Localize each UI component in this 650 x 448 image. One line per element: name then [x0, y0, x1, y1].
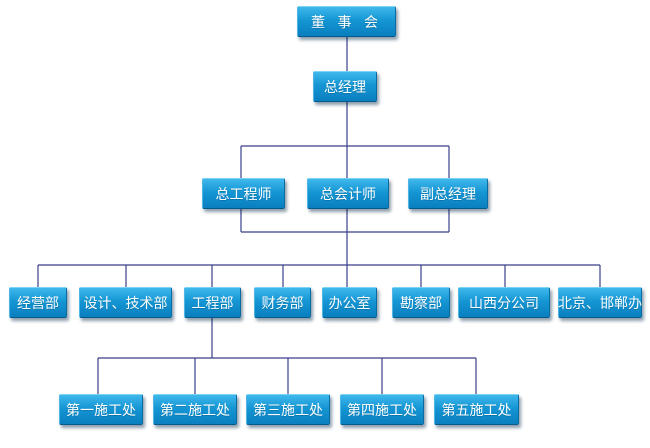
node-chief-engineer[interactable]: 总工程师 [202, 178, 285, 209]
node-site-4[interactable]: 第四施工处 [340, 394, 424, 425]
node-board[interactable]: 董 事 会 [297, 6, 396, 37]
node-site-5[interactable]: 第五施工处 [434, 394, 519, 425]
node-general-manager[interactable]: 总经理 [313, 71, 377, 102]
node-finance-dept[interactable]: 财务部 [254, 287, 311, 318]
node-business-dept[interactable]: 经营部 [9, 287, 67, 318]
node-office[interactable]: 办公室 [322, 287, 377, 318]
node-chief-accountant[interactable]: 总会计师 [307, 178, 389, 209]
node-shanxi-branch[interactable]: 山西分公司 [458, 287, 550, 318]
node-deputy-general-manager[interactable]: 副总经理 [408, 178, 488, 209]
node-site-3[interactable]: 第三施工处 [246, 394, 330, 425]
node-site-2[interactable]: 第二施工处 [153, 394, 237, 425]
node-survey-dept[interactable]: 勘察部 [392, 287, 450, 318]
node-site-1[interactable]: 第一施工处 [59, 394, 143, 425]
node-engineering-dept[interactable]: 工程部 [184, 287, 241, 318]
node-design-tech-dept[interactable]: 设计、技术部 [79, 287, 172, 318]
node-beijing-handan-office[interactable]: 北京、邯郸办 [558, 287, 642, 318]
